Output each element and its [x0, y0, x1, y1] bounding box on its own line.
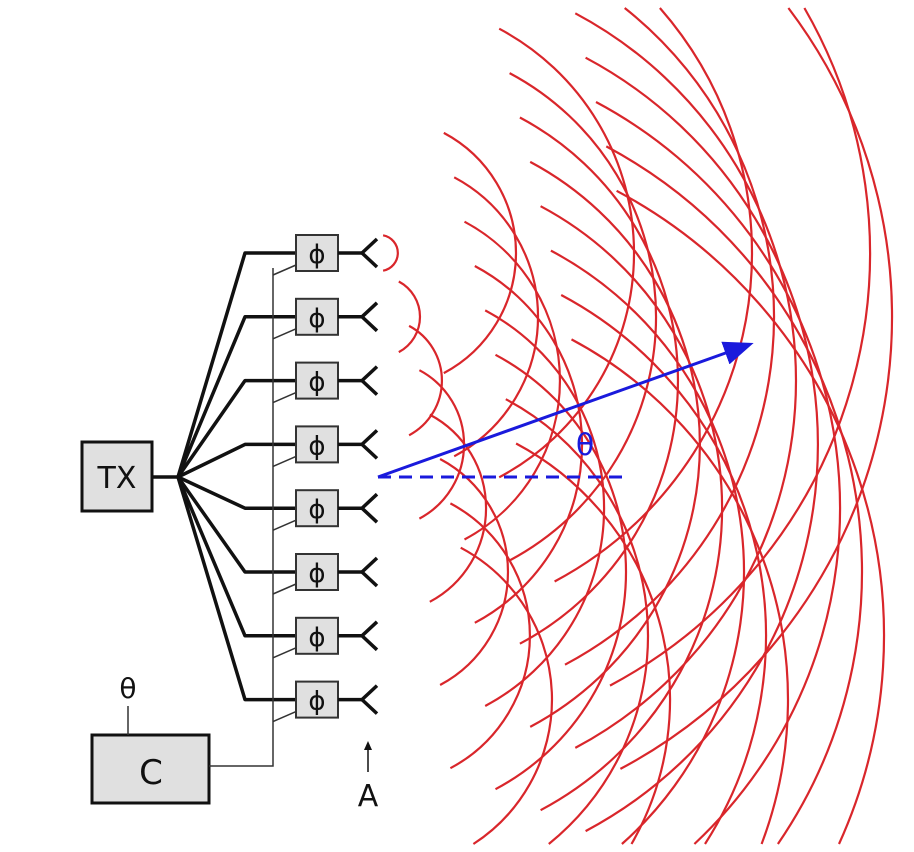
control-tap-line [272, 455, 297, 468]
antenna-element: ϕ [176, 475, 379, 595]
antenna-element: ϕ [177, 475, 379, 531]
phase-shifter-symbol: ϕ [308, 687, 325, 717]
beam-direction: θ [377, 341, 754, 479]
antenna-annotation: A [358, 741, 379, 814]
phase-shifter-symbol: ϕ [308, 240, 325, 270]
feed-line [177, 442, 296, 479]
phase-shifter-symbol: ϕ [308, 304, 325, 334]
transmitter-box [80, 440, 154, 513]
wavefront-arc [460, 546, 554, 845]
wavefront-arc [398, 280, 422, 354]
antenna-icon [359, 237, 379, 269]
phase-shifter-box [295, 297, 339, 336]
antenna-element: ϕ [176, 234, 379, 478]
antenna-icon [359, 301, 379, 333]
antenna-icon [359, 492, 379, 524]
transmitter-label: TX [97, 461, 137, 496]
beam-arrow [377, 341, 754, 479]
wavefront-arc [449, 502, 531, 770]
beam-angle-label: θ [576, 428, 594, 463]
phase-shifter-symbol: ϕ [308, 623, 325, 653]
wavefront-arc [439, 458, 510, 686]
controller-label: C [139, 753, 163, 793]
antenna-icon [359, 620, 379, 652]
wavefront-arc [382, 234, 399, 272]
feed-line [176, 251, 296, 478]
wavefront-arc [463, 220, 561, 541]
wavefront-arc [616, 189, 886, 845]
antenna-element: ϕ [176, 297, 379, 478]
antenna-pointer-arrowhead [364, 741, 372, 750]
phase-shifter-symbol: ϕ [308, 495, 325, 525]
antenna-icon [359, 429, 379, 460]
antenna-element: ϕ [176, 476, 379, 659]
phase-shifter-box [295, 361, 339, 400]
wavefront-arc [498, 27, 636, 479]
antenna-icon [359, 684, 379, 715]
antenna-icon [359, 556, 379, 588]
feed-line [176, 378, 296, 478]
wavefront-arc [540, 205, 724, 812]
control-bus [209, 268, 274, 767]
controller: C θ [90, 268, 274, 805]
feed-network: ϕ ϕ ϕ ϕ ϕ ϕ ϕ ϕ [176, 234, 379, 723]
control-tap-line [272, 328, 297, 340]
feed-line [176, 475, 296, 574]
feed-line [176, 476, 296, 702]
antenna-element: ϕ [176, 361, 379, 478]
wavefront-arc [429, 413, 488, 603]
wavefront-arc [474, 265, 584, 624]
feed-line [177, 475, 296, 510]
phase-shifter-symbol: ϕ [308, 368, 325, 398]
controller-input-label: θ [119, 672, 136, 705]
antenna-element: ϕ [176, 476, 379, 723]
control-tap-line [272, 391, 297, 404]
control-tap-line [272, 264, 297, 276]
wavefront-arc [595, 101, 842, 845]
feed-line [176, 315, 296, 478]
wavefront-arc [550, 249, 746, 845]
wavefront-arc [484, 309, 606, 707]
antenna-element: ϕ [177, 425, 379, 479]
wavefront-arc [564, 7, 776, 666]
antenna-label: A [358, 779, 379, 814]
wavefront-arc [494, 353, 628, 791]
phase-shifter-box [295, 425, 339, 464]
wavefront-arc [443, 131, 518, 375]
control-tap-line [272, 583, 297, 595]
control-tap-line [272, 710, 297, 723]
antenna-icon [359, 365, 379, 396]
phase-shifter-symbol: ϕ [308, 559, 325, 589]
wavefront-arc [605, 145, 864, 845]
control-tap-line [272, 647, 297, 659]
wavefront-arc [519, 116, 679, 645]
phase-shifter-symbol: ϕ [308, 431, 325, 461]
feed-line [176, 476, 296, 638]
phase-shifter-box [295, 553, 339, 591]
wavefront-arc [560, 294, 767, 845]
wavefront-arc [619, 7, 894, 770]
wavefront-arc [570, 338, 790, 845]
control-tap-line [272, 519, 297, 531]
transmitter: TX [80, 440, 178, 513]
wavefront-arc [554, 7, 754, 583]
phase-shifter-box [295, 616, 339, 655]
wavefront-arc [529, 160, 701, 728]
controller-box [90, 733, 211, 805]
wavefronts [382, 7, 894, 845]
wavefront-arc [515, 442, 672, 845]
phase-shifter-box [295, 680, 339, 719]
wavefront-arc [509, 72, 658, 562]
wavefront-arc [408, 324, 443, 437]
wavefront-arc [505, 398, 650, 845]
